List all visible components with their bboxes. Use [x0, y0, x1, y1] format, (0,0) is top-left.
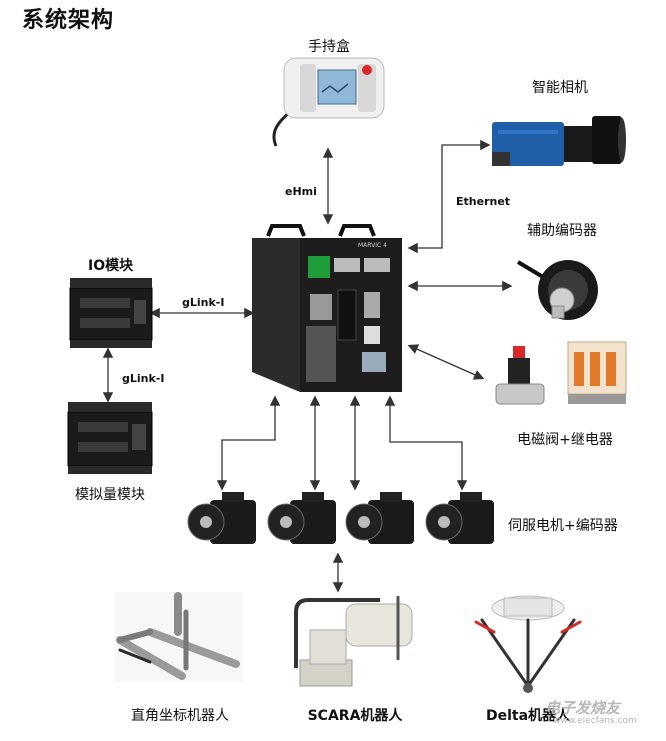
controller-badge: MARVIC 4	[358, 242, 387, 249]
cartesian-robot-image	[115, 592, 243, 682]
cartesian-robot-label: 直角坐标机器人	[131, 708, 229, 724]
servo-motor	[345, 492, 414, 544]
io-module-image	[69, 278, 153, 348]
controller-image	[252, 224, 402, 392]
connectors	[102, 139, 513, 593]
arrow-motor-4	[384, 395, 468, 491]
io-module-label: IO模块	[88, 258, 134, 274]
aux-encoder-label: 辅助编码器	[527, 223, 597, 239]
encoder-image	[516, 260, 598, 320]
analog-module-image	[67, 402, 153, 474]
page-title: 系统架构	[22, 8, 115, 33]
servo-encoder-label: 伺服电机+编码器	[508, 518, 618, 534]
pendant-image	[272, 57, 385, 147]
delta-robot-image	[474, 595, 582, 693]
smart-camera-label: 智能相机	[532, 80, 588, 96]
servo-motor	[187, 492, 256, 544]
scara-robot-image	[294, 596, 413, 687]
valve-relay-label: 电磁阀+继电器	[517, 432, 613, 448]
arrow-camera-controller	[407, 139, 491, 254]
scara-robot-label: SCARA机器人	[307, 708, 403, 724]
glink-controller-edge-label: gLink-Ⅰ	[182, 296, 225, 309]
servo-motor	[425, 492, 494, 544]
ethernet-edge-label: Ethernet	[456, 195, 511, 208]
analog-module-label: 模拟量模块	[75, 487, 145, 503]
arrow-motor-1	[216, 395, 281, 491]
watermark-url: www.elecfans.com	[553, 716, 637, 726]
smart-camera-image	[492, 116, 626, 166]
servo-motors-image	[187, 492, 494, 544]
arrow-valve-controller	[407, 344, 485, 380]
servo-motor	[267, 492, 336, 544]
pendant-label: 手持盒	[308, 39, 350, 55]
glink-analog-edge-label: gLink-Ⅰ	[122, 372, 165, 385]
watermark-logo: 电子发烧友	[545, 699, 621, 717]
valve-relay-image	[495, 341, 627, 405]
delta-robot-label: Delta机器人	[486, 708, 571, 724]
ehmi-edge-label: eHmi	[285, 185, 317, 198]
